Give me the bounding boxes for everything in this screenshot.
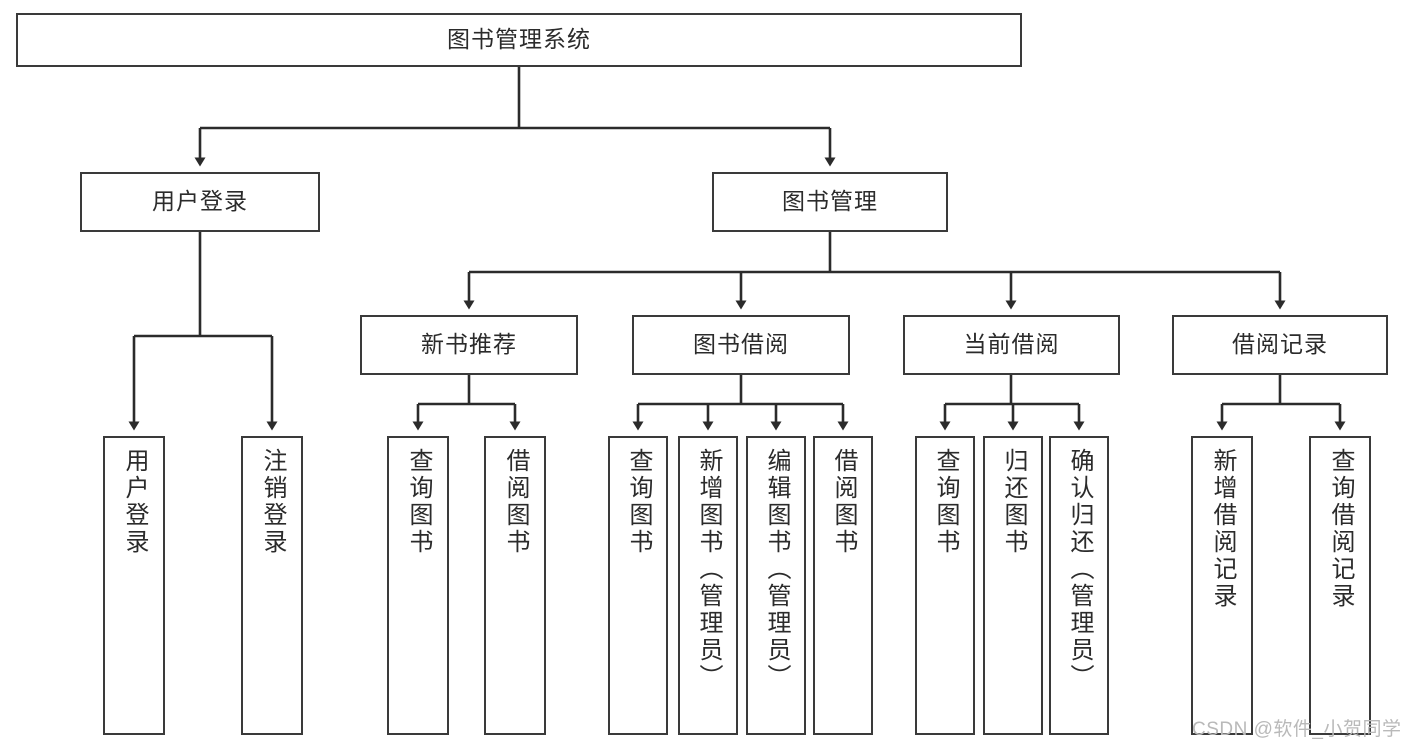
node-label: 新增图书（管理员） bbox=[695, 448, 722, 691]
node-label: 新增借阅记录 bbox=[1209, 448, 1236, 610]
node-root-system[interactable]: 图书管理系统 bbox=[16, 13, 1022, 67]
node-label: 用户登录 bbox=[121, 448, 148, 556]
node-label: 图书借阅 bbox=[693, 331, 789, 358]
leaf-query-book-current[interactable]: 查询图书 bbox=[915, 436, 975, 735]
node-label: 查询图书 bbox=[625, 448, 652, 556]
node-label: 图书管理系统 bbox=[447, 26, 591, 53]
leaf-lend-book[interactable]: 借阅图书 bbox=[813, 436, 873, 735]
node-label: 查询图书 bbox=[405, 448, 432, 556]
leaf-borrow-book-newbook[interactable]: 借阅图书 bbox=[484, 436, 546, 735]
leaf-edit-book-admin[interactable]: 编辑图书（管理员） bbox=[746, 436, 806, 735]
node-label: 查询借阅记录 bbox=[1327, 448, 1354, 610]
node-label: 借阅图书 bbox=[502, 448, 529, 556]
leaf-query-borrow-record[interactable]: 查询借阅记录 bbox=[1309, 436, 1371, 735]
leaf-query-book-borrow[interactable]: 查询图书 bbox=[608, 436, 668, 735]
leaf-add-borrow-record[interactable]: 新增借阅记录 bbox=[1191, 436, 1253, 735]
node-label: 借阅图书 bbox=[830, 448, 857, 556]
node-label: 编辑图书（管理员） bbox=[763, 448, 790, 691]
leaf-confirm-return-admin[interactable]: 确认归还（管理员） bbox=[1049, 436, 1109, 735]
watermark-text: CSDN @软件_小贺同学 bbox=[1192, 719, 1402, 740]
leaf-query-book-newbook[interactable]: 查询图书 bbox=[387, 436, 449, 735]
node-user-login[interactable]: 用户登录 bbox=[80, 172, 320, 232]
node-label: 查询图书 bbox=[932, 448, 959, 556]
leaf-user-login[interactable]: 用户登录 bbox=[103, 436, 165, 735]
node-label: 归还图书 bbox=[1000, 448, 1027, 556]
node-book-management[interactable]: 图书管理 bbox=[712, 172, 948, 232]
node-label: 用户登录 bbox=[152, 188, 248, 215]
node-current-borrow[interactable]: 当前借阅 bbox=[903, 315, 1120, 375]
node-label: 当前借阅 bbox=[963, 331, 1060, 358]
node-label: 确认归还（管理员） bbox=[1066, 448, 1093, 691]
node-new-book-recommend[interactable]: 新书推荐 bbox=[360, 315, 578, 375]
node-borrow-records[interactable]: 借阅记录 bbox=[1172, 315, 1388, 375]
leaf-add-book-admin[interactable]: 新增图书（管理员） bbox=[678, 436, 738, 735]
node-label: 注销登录 bbox=[259, 448, 286, 556]
node-label: 借阅记录 bbox=[1232, 331, 1328, 358]
node-label: 新书推荐 bbox=[421, 331, 517, 358]
leaf-return-book[interactable]: 归还图书 bbox=[983, 436, 1043, 735]
node-label: 图书管理 bbox=[782, 188, 878, 215]
leaf-logout[interactable]: 注销登录 bbox=[241, 436, 303, 735]
node-book-borrow[interactable]: 图书借阅 bbox=[632, 315, 850, 375]
